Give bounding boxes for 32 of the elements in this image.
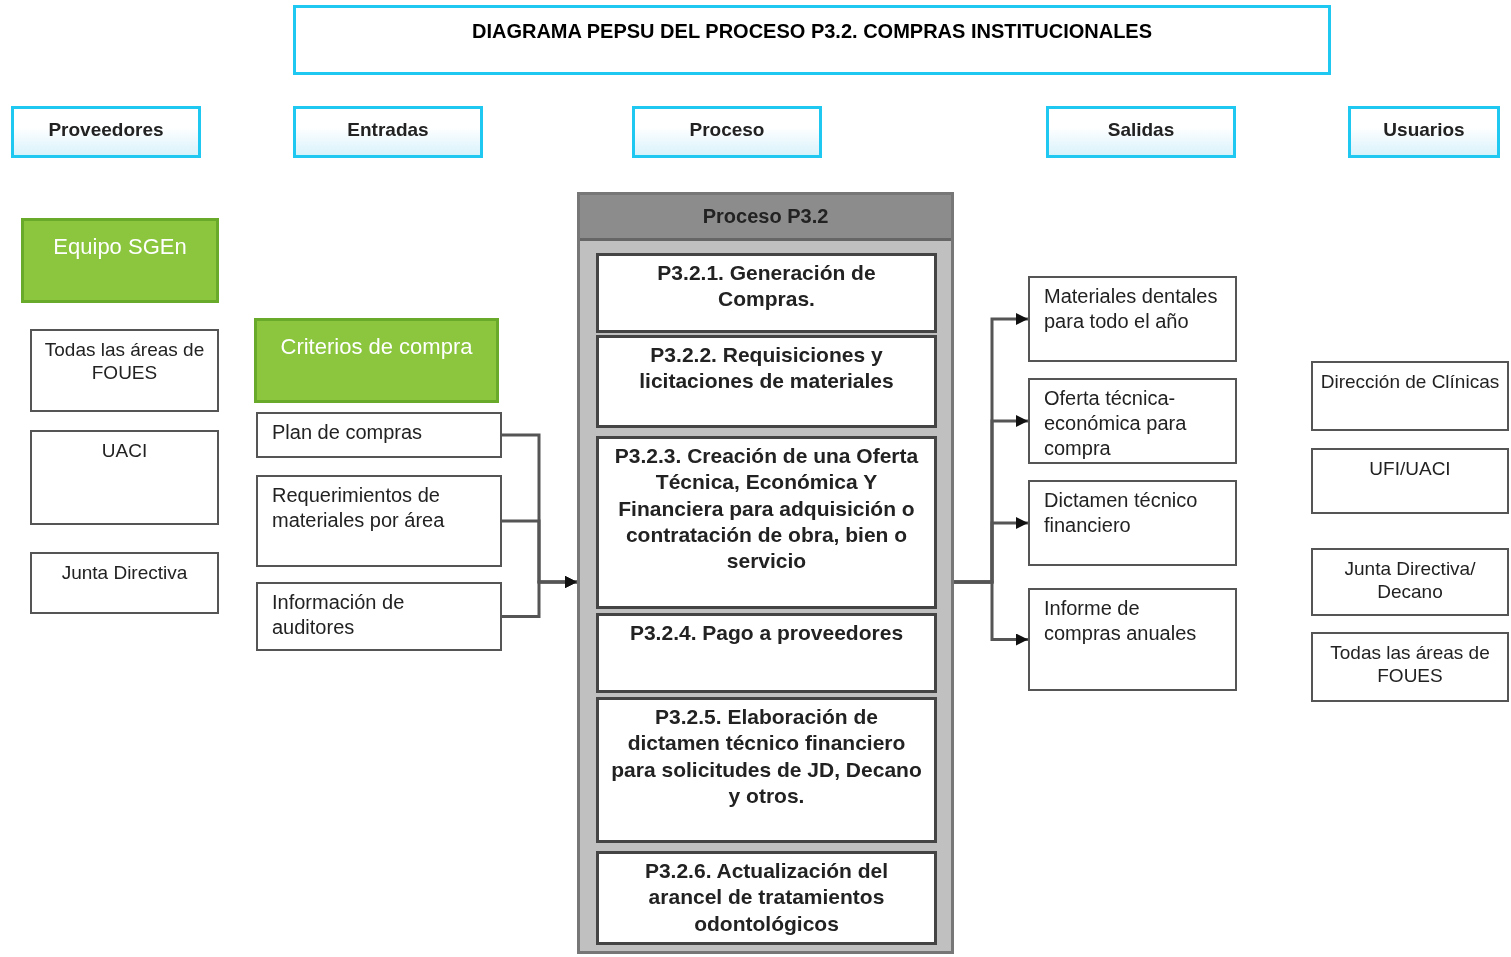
text-box: Todas las áreas de FOUES	[30, 329, 219, 412]
text-box: UFI/UACI	[1311, 448, 1509, 514]
column-header: Usuarios	[1348, 106, 1500, 158]
process-step-box: P3.2.1. Generación de Compras.	[596, 253, 937, 333]
text-box: Junta Directiva/ Decano	[1311, 548, 1509, 616]
text-box: Todas las áreas de FOUES	[1311, 632, 1509, 702]
process-step-box: P3.2.3. Creación de una Oferta Técnica, Económica Y Financiera para adquisición o contratación de obra, bien o servicio	[596, 436, 937, 609]
process-container	[577, 192, 954, 954]
column-header: Proveedores	[11, 106, 201, 158]
process-step-box: P3.2.2. Requisiciones y licitaciones de materiales	[596, 335, 937, 428]
highlight-box: Criterios de compra	[254, 318, 499, 403]
process-step-box: P3.2.4. Pago a proveedores	[596, 613, 937, 693]
connector-arrow	[954, 580, 1028, 646]
text-box: Materiales dentales para todo el año	[1028, 276, 1237, 362]
container-heading: Proceso P3.2	[580, 195, 951, 241]
text-box: Informe de compras anuales	[1028, 588, 1237, 691]
text-box: Información de auditores	[256, 582, 502, 651]
text-box: Dirección de Clínicas	[1311, 361, 1509, 431]
connector-arrow	[502, 576, 577, 618]
text-box: Dictamen técnico financiero	[1028, 480, 1237, 566]
process-step-box: P3.2.6. Actualización del arancel de tratamientos odontológicos	[596, 851, 937, 945]
text-box: Requerimientos de materiales por área	[256, 475, 502, 567]
column-header: Proceso	[632, 106, 822, 158]
diagram-title: DIAGRAMA PEPSU DEL PROCESO P3.2. COMPRAS INSTITUCIONALES	[293, 5, 1331, 75]
highlight-box: Equipo SGEn	[21, 218, 219, 303]
column-header: Entradas	[293, 106, 483, 158]
column-header: Salidas	[1046, 106, 1236, 158]
text-box: Junta Directiva	[30, 552, 219, 614]
text-box: Plan de compras	[256, 412, 502, 458]
text-box: UACI	[30, 430, 219, 525]
text-box: Oferta técnica-económica para compra	[1028, 378, 1237, 464]
process-step-box: P3.2.5. Elaboración de dictamen técnico financiero para solicitudes de JD, Decano y otros.	[596, 697, 937, 843]
